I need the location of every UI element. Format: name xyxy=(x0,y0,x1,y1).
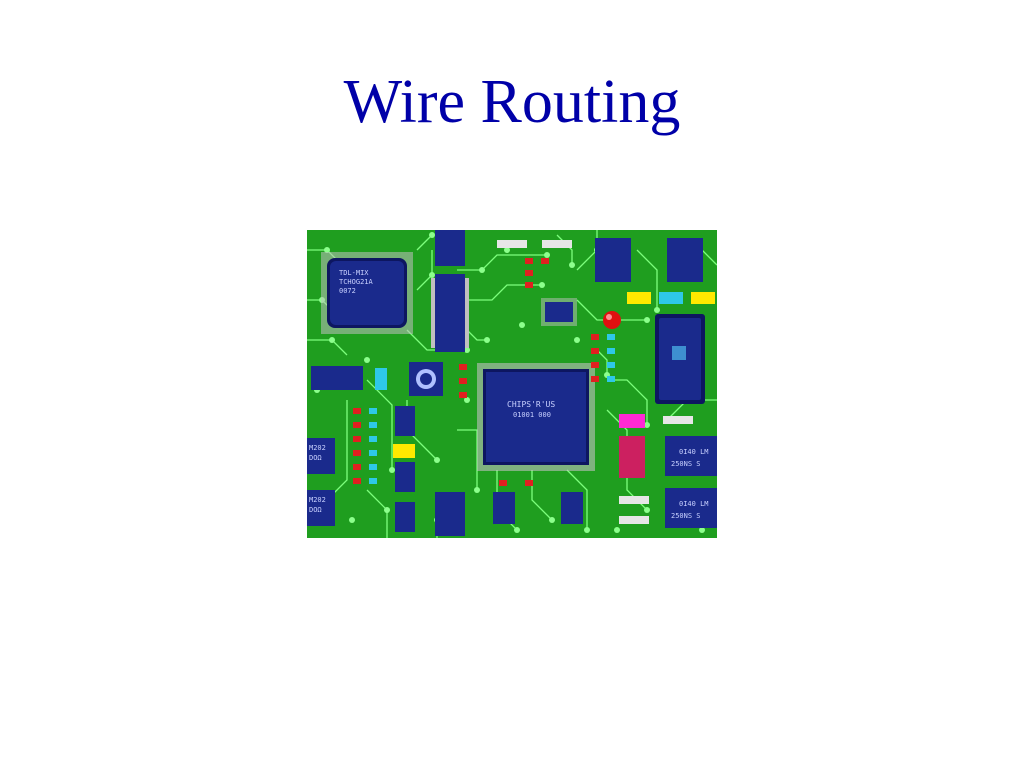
dip-right-top-label-2: 250NS S xyxy=(671,460,701,468)
dip-right-bottom-label-1: 0I40 LM xyxy=(679,500,709,508)
smd-components xyxy=(353,258,615,486)
dip-left-bottom-label-1: M202 xyxy=(309,496,326,504)
circuit-board-image: TDL-MIX TCHOG21A 0072 CHIPS'R'US 01001 0… xyxy=(307,230,717,538)
dip-left-top-label-2: DOΩ xyxy=(309,454,322,462)
qfp-large-label-2: 01001 000 xyxy=(513,411,551,419)
qfp-chip-small: TDL-MIX TCHOG21A 0072 xyxy=(321,252,413,334)
slide-title: Wire Routing xyxy=(343,68,681,136)
small-chip xyxy=(541,298,577,326)
qfp-small-label-3: 0072 xyxy=(339,287,356,295)
dip-left-top-label-1: M202 xyxy=(309,444,326,452)
dip-right-top-label-1: 0I40 LM xyxy=(679,448,709,456)
dip-chips-right: 0I40 LM 250NS S 0I40 LM 250NS S xyxy=(665,436,717,528)
red-led xyxy=(603,311,621,329)
column-chips xyxy=(395,406,583,536)
dip-chips-left: M202 DOΩ M202 DOΩ xyxy=(307,438,335,526)
qfp-small-label-1: TDL-MIX xyxy=(339,269,369,277)
rotary-dial xyxy=(409,362,443,396)
qfp-small-label-2: TCHOG21A xyxy=(339,278,374,286)
small-chip-left xyxy=(311,366,363,390)
dip-right-bottom-label-2: 250NS S xyxy=(671,512,701,520)
passive-components xyxy=(375,240,715,524)
dip-chips-top-right xyxy=(595,238,703,282)
long-chip-right xyxy=(655,314,705,404)
qfp-large-label-1: CHIPS'R'US xyxy=(507,400,555,409)
dip-chip-top xyxy=(431,230,469,352)
circuit-board-illustration: TDL-MIX TCHOG21A 0072 CHIPS'R'US 01001 0… xyxy=(307,230,717,538)
dip-left-bottom-label-2: DOΩ xyxy=(309,506,322,514)
qfp-chip-large: CHIPS'R'US 01001 000 xyxy=(477,363,595,471)
